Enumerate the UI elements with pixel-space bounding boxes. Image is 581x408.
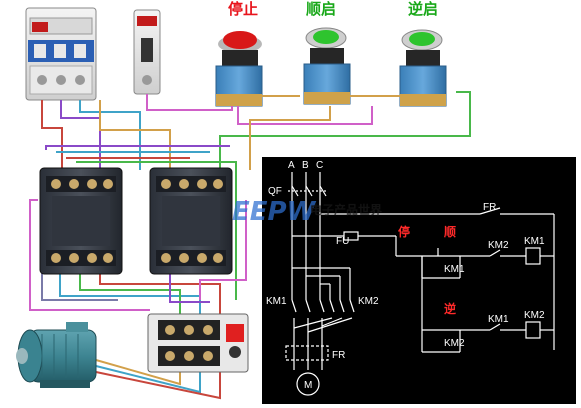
schematic-background <box>262 157 576 404</box>
stop-symbol-label: 停 <box>398 224 410 239</box>
contactor-km1 <box>39 167 123 275</box>
single-pole-breaker <box>133 9 161 95</box>
reverse-start-button: 逆启 <box>399 0 447 107</box>
watermark-text: 电子产品世界 <box>310 202 382 217</box>
breaker-qf-label: QF <box>268 186 282 197</box>
coil-km1-label: KM1 <box>524 236 545 247</box>
phase-c-label: C <box>316 160 323 171</box>
phase-a-label: A <box>288 160 295 171</box>
three-pole-breaker <box>25 7 97 101</box>
fuse-fu-label: FU <box>336 236 349 247</box>
coil-km2-label: KM2 <box>524 310 545 321</box>
fr-top-label: FR <box>483 202 496 213</box>
watermark-logo: EEPW <box>232 197 317 227</box>
seal-km2-label: KM2 <box>444 338 465 349</box>
watermark: EEPW 电子产品世界 <box>232 197 382 227</box>
motor-image <box>16 322 97 388</box>
phase-b-label: B <box>302 160 309 171</box>
control-wiring <box>29 91 471 400</box>
forward-button-label: 顺启 <box>306 0 336 18</box>
reverse-symbol-label: 逆 <box>444 301 456 316</box>
contactor-km2 <box>149 167 233 275</box>
fr-bottom-label: FR <box>332 350 345 361</box>
schematic-panel: A B C QF FU FR 停 顺 逆 KM1 KM2 KM2 KM1 KM1… <box>262 157 576 404</box>
power-km1-label: KM1 <box>266 296 287 307</box>
stop-button-label: 停止 <box>228 0 258 18</box>
thermal-overload-relay <box>147 313 249 373</box>
interlock-km2-label: KM2 <box>488 240 509 251</box>
forward-symbol-label: 顺 <box>444 224 456 239</box>
seal-km1-label: KM1 <box>444 264 465 275</box>
interlock-km1-label: KM1 <box>488 314 509 325</box>
stop-button: 停止 <box>215 0 263 107</box>
power-km2-label: KM2 <box>358 296 379 307</box>
motor-m-label: M <box>304 380 312 391</box>
reverse-button-label: 逆启 <box>408 0 438 18</box>
forward-start-button: 顺启 <box>303 0 351 105</box>
